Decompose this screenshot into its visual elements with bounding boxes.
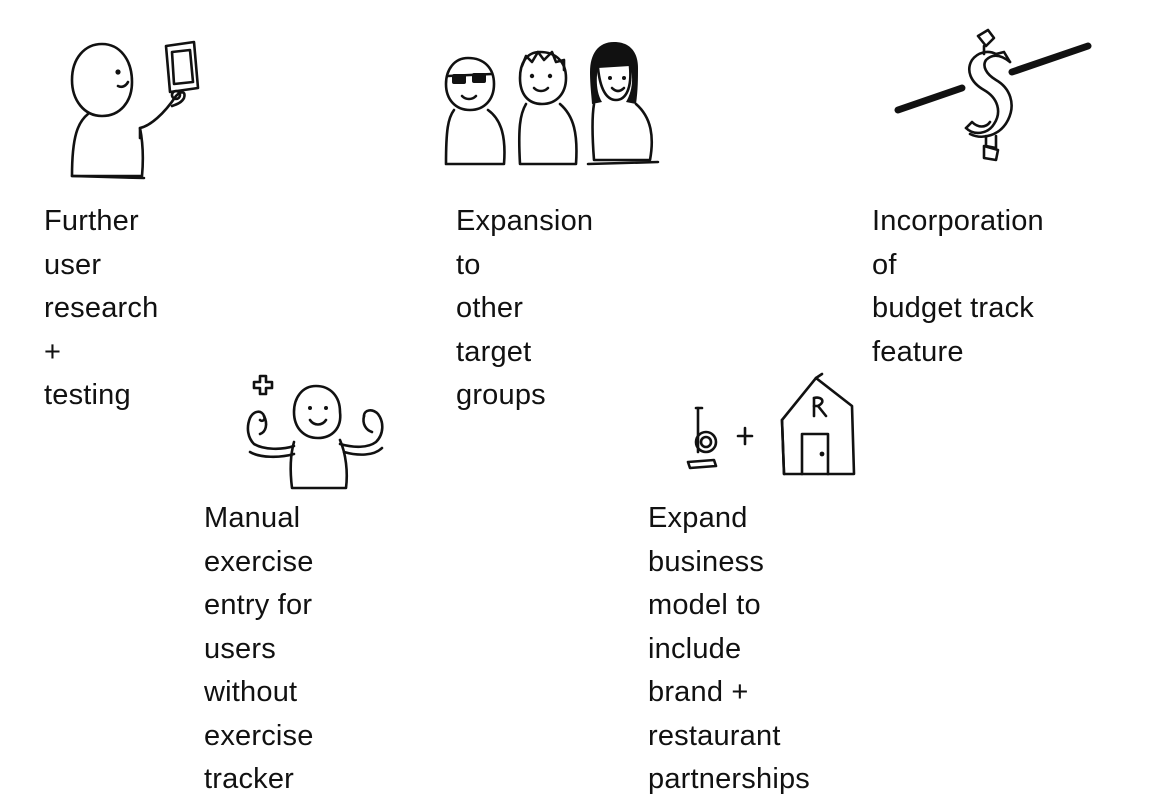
feature-caption: Further user research + testing: [44, 205, 159, 411]
strong-person-plus-icon: [236, 372, 396, 496]
person-with-phone-icon: [60, 36, 210, 186]
feature-caption: Expand business model to include brand +…: [648, 502, 810, 795]
feature-caption: Incorporation of budget track feature: [872, 205, 1044, 368]
feature-caption: Expansion to other target groups: [456, 205, 594, 411]
dollar-slashed-icon: [892, 24, 1092, 169]
feature-caption: Manual exercise entry for users without …: [204, 502, 314, 795]
brand-plus-restaurant-icon: [680, 364, 870, 484]
group-of-people-icon: [440, 38, 662, 168]
